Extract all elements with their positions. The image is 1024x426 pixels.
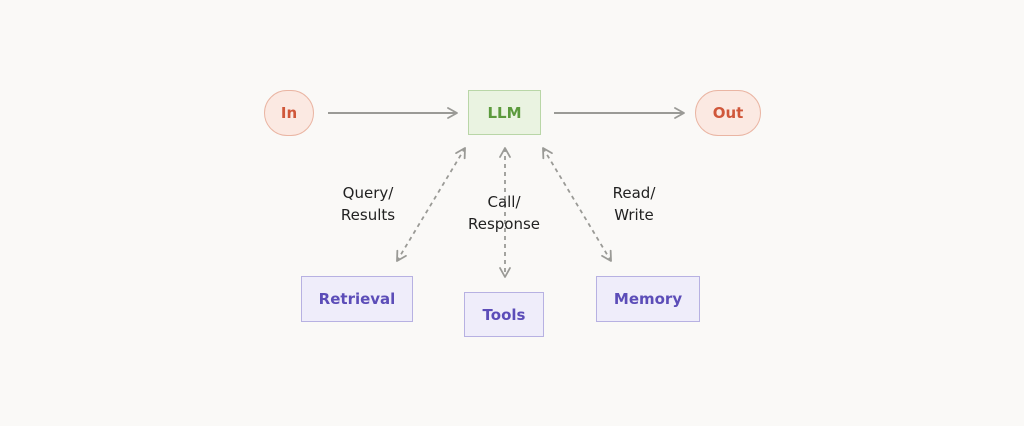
retrieval-node: Retrieval xyxy=(301,276,413,322)
memory-edge-label-line2: Write xyxy=(614,206,654,224)
retrieval-edge-label: Query/ Results xyxy=(308,182,428,226)
tools-edge-label-line1: Call/ xyxy=(487,193,521,211)
retrieval-edge-label-line1: Query/ xyxy=(342,184,394,202)
memory-node: Memory xyxy=(596,276,700,322)
retrieval-edge-label-line2: Results xyxy=(340,206,396,224)
arrow-llm-memory xyxy=(542,147,612,262)
input-node: In xyxy=(264,90,314,136)
llm-node: LLM xyxy=(468,90,541,135)
tools-node: Tools xyxy=(464,292,544,337)
output-node: Out xyxy=(695,90,761,136)
memory-edge-label-line1: Read/ xyxy=(612,184,656,202)
arrow-llm-retrieval xyxy=(396,147,466,262)
tools-edge-label: Call/ Response xyxy=(444,191,564,235)
memory-edge-label: Read/ Write xyxy=(574,182,694,226)
tools-edge-label-line2: Response xyxy=(467,215,541,233)
